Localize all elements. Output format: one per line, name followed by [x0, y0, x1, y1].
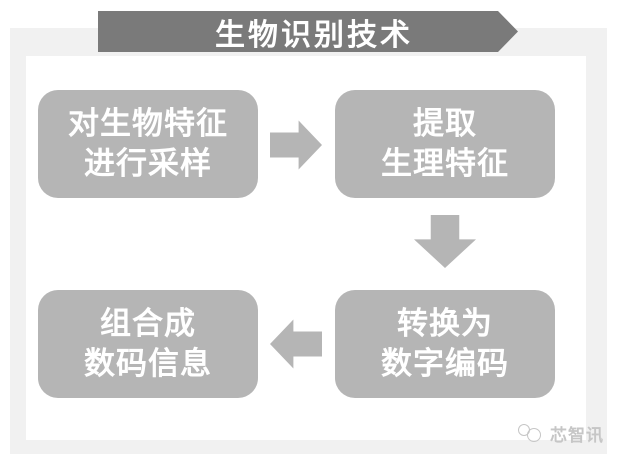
step-label-line: 数字编码 — [381, 346, 509, 381]
watermark: 芯智讯 — [518, 420, 604, 446]
step-label-line: 进行采样 — [84, 146, 212, 181]
step-box-sample: 对生物特征 进行采样 — [38, 90, 258, 198]
title-banner: 生物识别技术 — [98, 11, 518, 52]
step-box-convert: 转换为 数字编码 — [335, 290, 555, 398]
step-label-line: 对生物特征 — [68, 106, 228, 141]
watermark-text: 芯智讯 — [550, 425, 604, 445]
step-label-line: 生理特征 — [381, 146, 509, 181]
step-label-line: 转换为 — [397, 306, 493, 341]
step-label-line: 数码信息 — [84, 346, 212, 381]
step-box-combine: 组合成 数码信息 — [38, 290, 258, 398]
step-label-line: 提取 — [413, 106, 477, 141]
step-label-line: 组合成 — [100, 306, 196, 341]
step-box-extract: 提取 生理特征 — [335, 90, 555, 198]
diagram-title: 生物识别技术 — [215, 18, 413, 52]
logo-circle-large — [527, 428, 541, 442]
chip-logo-icon — [518, 423, 544, 443]
